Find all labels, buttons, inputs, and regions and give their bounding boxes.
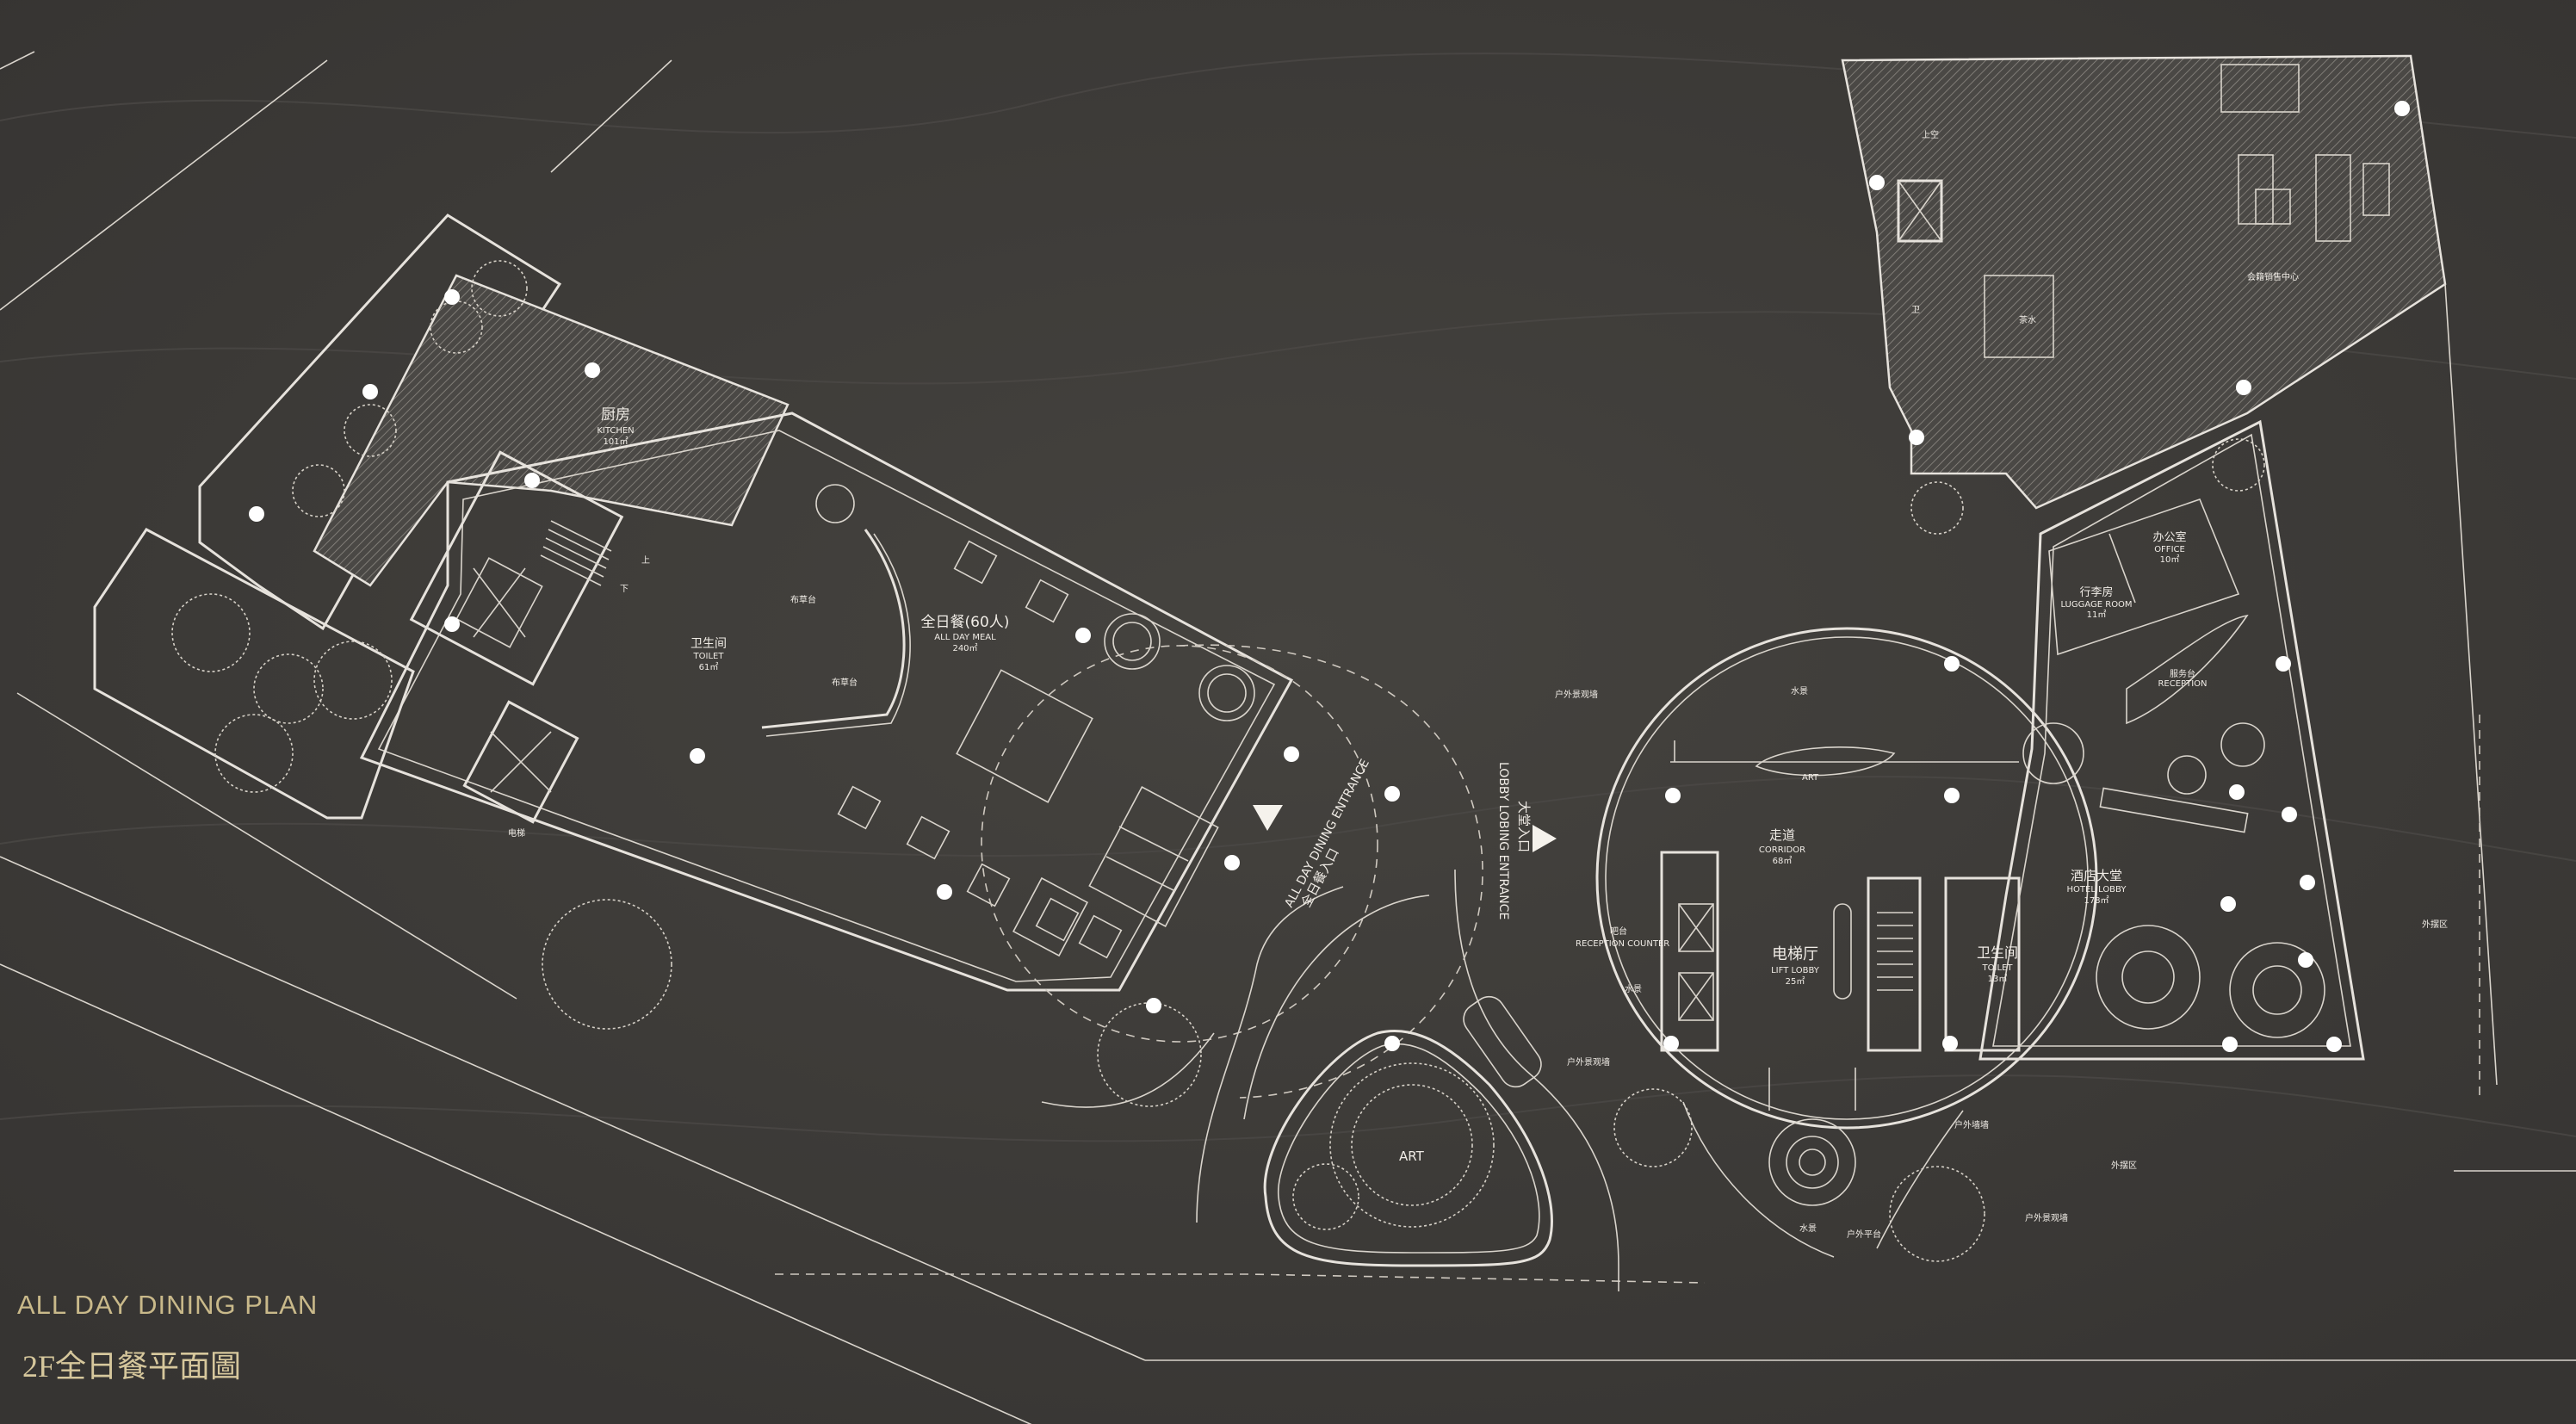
- outdoor-platform-label: 户外平台: [1847, 1229, 1881, 1240]
- outer-swing-label-1: 外摆区: [2422, 919, 2448, 930]
- corridor-label: 走道: [1769, 827, 1795, 843]
- art-label-2: ART: [1399, 1148, 1425, 1164]
- kitchen-area: 101㎡: [603, 436, 628, 447]
- lobby-entrance-label: 大堂入口: [1516, 801, 1532, 852]
- elevator-top: [1897, 179, 1943, 243]
- outdoor-platform: [1682, 1068, 1964, 1258]
- toilet-label-en: TOILET: [693, 652, 725, 661]
- lobby-entrance-triangle: [1533, 825, 1557, 852]
- tea-label: 茶水: [2019, 314, 2036, 325]
- water-label-1: 水景: [1791, 686, 1808, 697]
- car: [1463, 995, 1542, 1088]
- luggage-label: 行李房: [2079, 585, 2113, 599]
- water-label-3: 水景: [1799, 1223, 1817, 1234]
- kitchen-label-en: KITCHEN: [597, 426, 634, 436]
- circulation-paths: [775, 644, 1706, 1291]
- outdoor-wall-label-1: 户外景观墙: [1555, 689, 1598, 700]
- linen-label-1: 布草台: [790, 594, 816, 605]
- reception-counter-label-en: RECEPTION COUNTER: [1576, 939, 1669, 949]
- outdoor-wall-label-2: 户外景观墙: [1567, 1056, 1610, 1068]
- light-fixtures: [249, 101, 2410, 1052]
- lift-lobby-label-en: LIFT LOBBY: [1771, 966, 1820, 975]
- stair-top-label: 上空: [1922, 129, 1939, 140]
- service-label-en: RECEPTION: [2158, 679, 2207, 689]
- service-label: 服务台: [2170, 668, 2195, 679]
- kitchen-hatch: [313, 274, 790, 587]
- office-label-en: OFFICE: [2154, 545, 2185, 554]
- elevator-shaft: [462, 700, 579, 824]
- toilet2-label: 卫生间: [1977, 944, 2018, 961]
- up-label: 上: [641, 555, 650, 566]
- art-label-1: ART: [1802, 773, 1819, 783]
- elevator-label: 电梯: [508, 827, 525, 839]
- hotel-lobby-area: 178㎡: [2084, 895, 2108, 906]
- corridor-area: 68㎡: [1773, 856, 1793, 866]
- dining-label: 全日餐(60人): [921, 614, 1010, 631]
- toilet2-label-en: TOILET: [1982, 963, 2014, 973]
- toilet2-area: 13㎡: [1988, 974, 2008, 984]
- plan-title-cn: 2F全日餐平面圖: [22, 1349, 242, 1384]
- dining-label-en: ALL DAY MEAL: [934, 633, 996, 642]
- kitchen-label: 厨房: [601, 406, 630, 424]
- dining-tables: [761, 484, 1255, 959]
- round-lobby: [1595, 627, 2098, 1130]
- sales-center-label: 会籍销售中心: [2247, 271, 2299, 282]
- lift-shaft-left: [1660, 851, 1719, 1052]
- site-boundary-lines: [0, 51, 2576, 1424]
- lobby-entrance-label-en: LOBBY LOBING ENTRANCE: [1496, 762, 1510, 919]
- hotel-lobby-label-en: HOTEL LOBBY: [2067, 885, 2127, 895]
- stairs: [540, 520, 612, 586]
- outdoor-wall-label-3: 户外景观墙: [2025, 1212, 2068, 1223]
- hotel-lobby-block: [1978, 419, 2365, 1061]
- corridor-label-en: CORRIDOR: [1759, 845, 1805, 855]
- entrance-markers: [1253, 805, 1557, 852]
- luggage-area: 11㎡: [2087, 610, 2107, 620]
- toilet-area: 61㎡: [699, 662, 719, 672]
- dining-area: 240㎡: [952, 643, 977, 653]
- wc-label: 卫: [1911, 306, 1920, 315]
- plan-title-en: ALL DAY DINING PLAN: [17, 1290, 319, 1320]
- outdoor-wall-label-4: 户外墙墙: [1954, 1119, 1989, 1130]
- toilet-label: 卫生间: [690, 637, 727, 651]
- hotel-lobby-label: 酒店大堂: [2071, 868, 2122, 883]
- lift-lobby-area: 25㎡: [1786, 976, 1805, 987]
- water-label-2: 水景: [1625, 984, 1642, 994]
- kitchen-block: [93, 214, 1294, 992]
- stair-core: [1867, 876, 1922, 1052]
- outer-swing-label-2: 外摆区: [2111, 1160, 2137, 1171]
- sales-center-block: [1841, 54, 2498, 1102]
- office-label: 办公室: [2152, 530, 2186, 544]
- office-area: 10㎡: [2160, 554, 2180, 565]
- down-label: 下: [620, 585, 629, 594]
- lift-lobby-label: 电梯厅: [1772, 945, 1818, 963]
- landscape-trees: [171, 260, 2265, 1262]
- reception-counter-label: 吧台: [1610, 926, 1627, 937]
- dining-entrance-triangle: [1253, 805, 1283, 831]
- luggage-label-en: LUGGAGE ROOM: [2060, 600, 2132, 610]
- linen-label-2: 布草台: [832, 677, 858, 688]
- art-island: [1263, 1030, 1553, 1267]
